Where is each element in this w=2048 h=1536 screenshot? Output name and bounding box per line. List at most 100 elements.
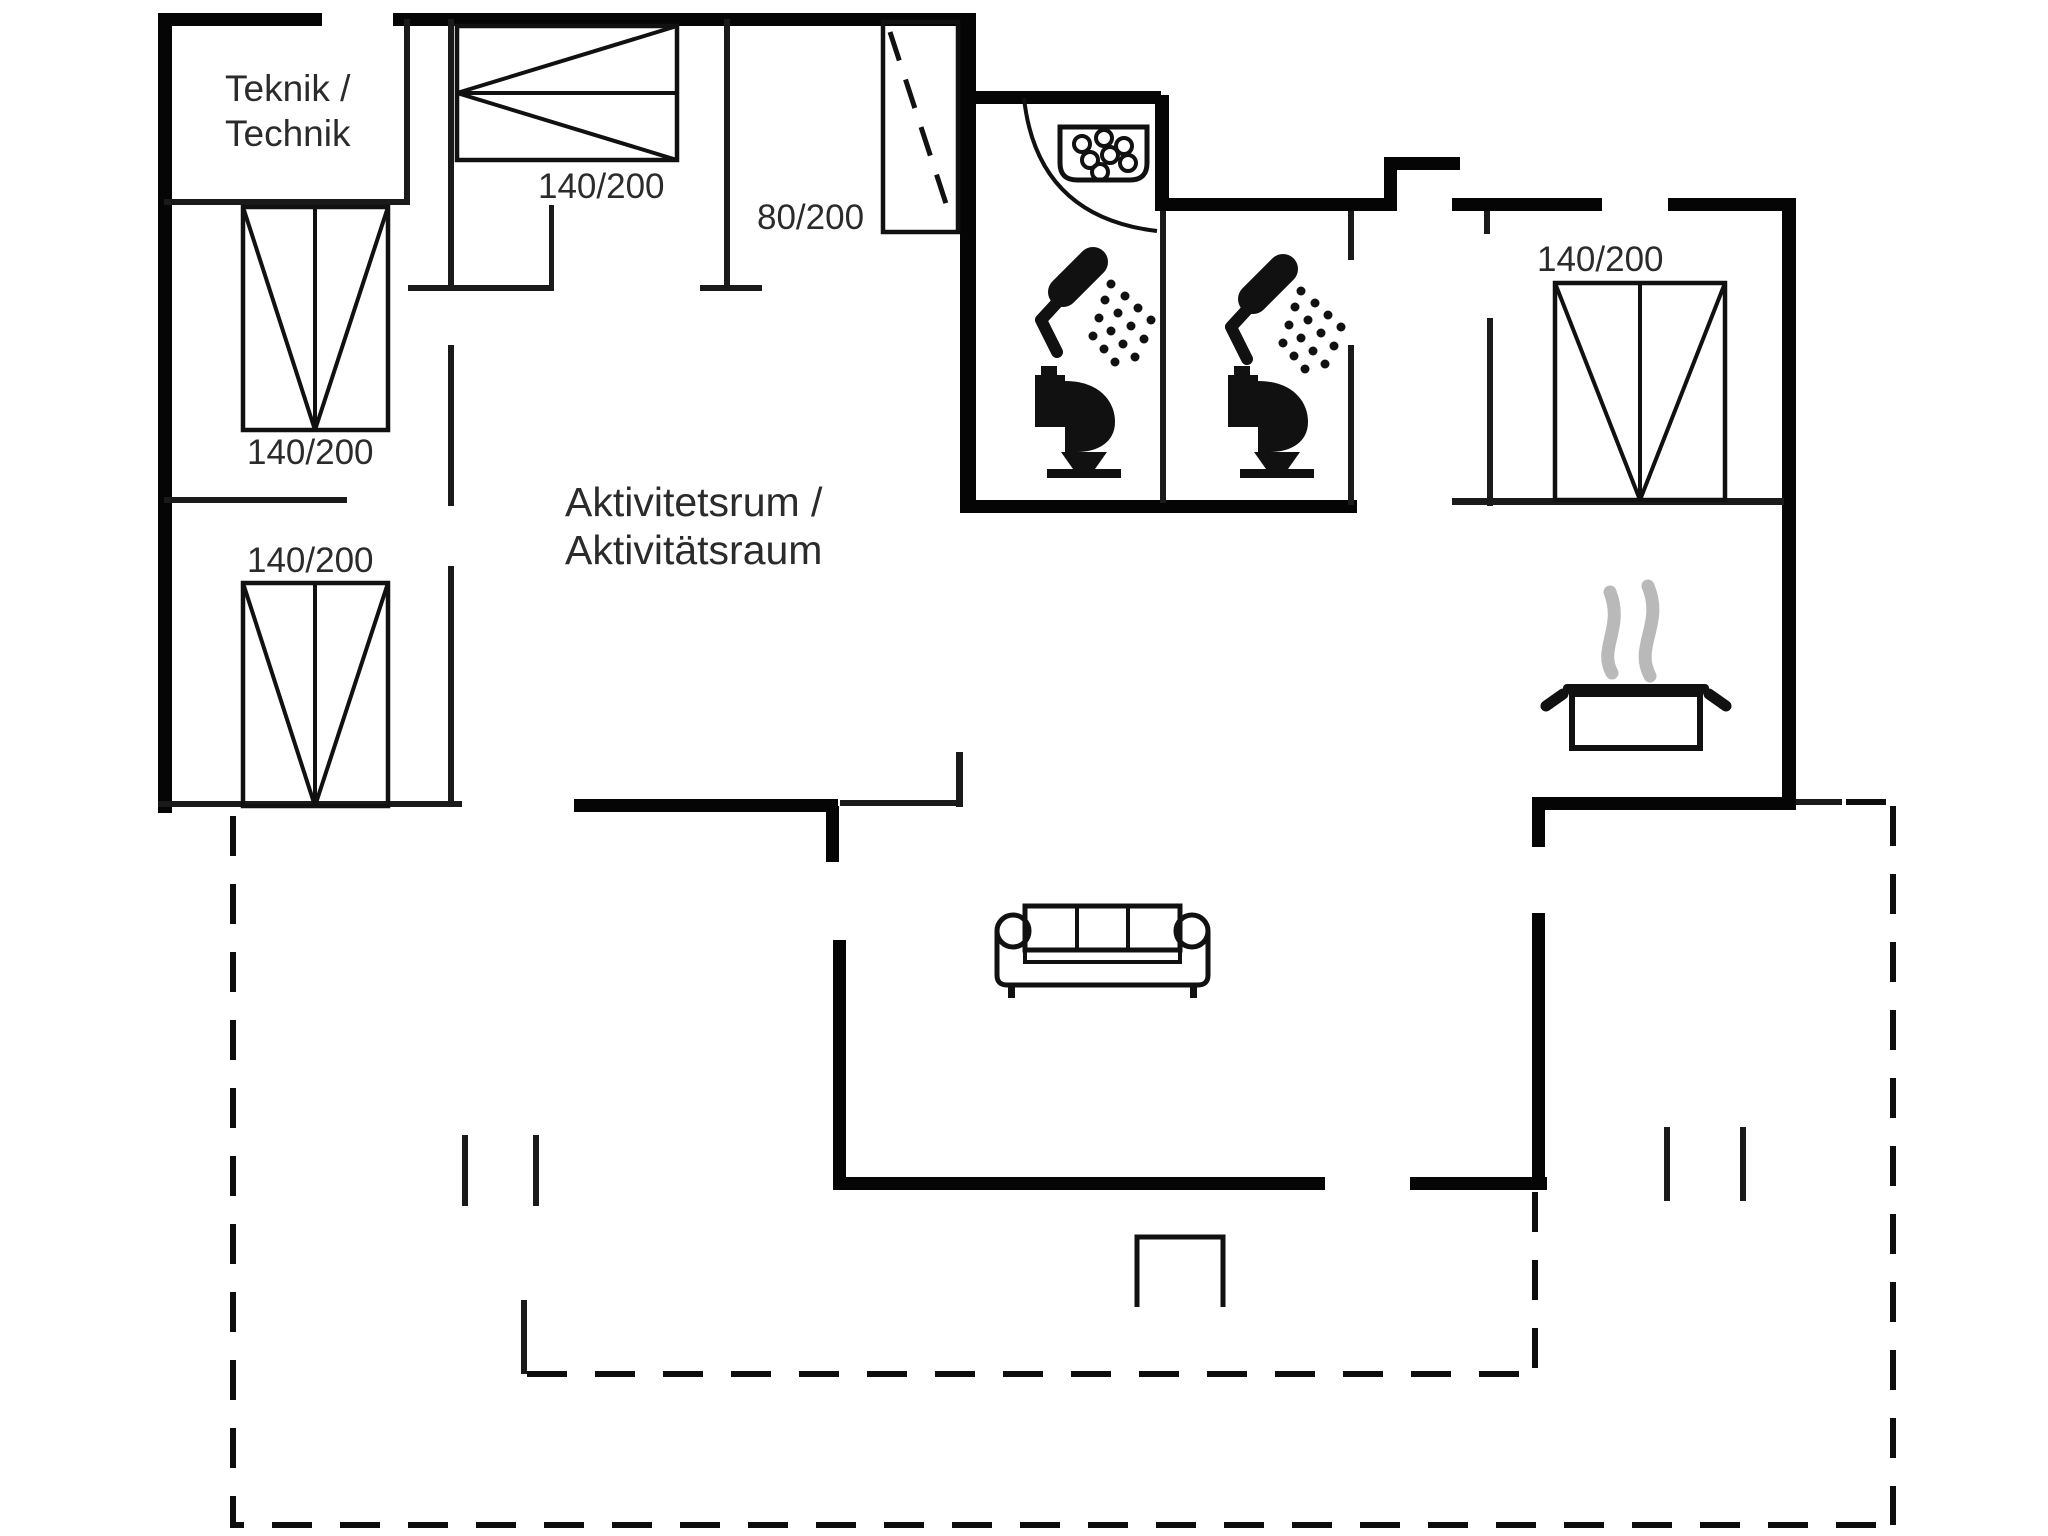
wall-rwing-tick: [1484, 211, 1490, 234]
bed-diagonal: [456, 91, 678, 162]
wall-bath-south: [962, 500, 1357, 513]
toilet-pedestal: [1254, 452, 1300, 469]
wall-activity-south: [574, 799, 838, 812]
wall-rwing-west: [1487, 318, 1493, 506]
wall-corridor-south: [840, 800, 962, 806]
toilet-bowl: [1065, 381, 1115, 452]
room-label-activity-line2: Aktivitätsraum: [565, 527, 822, 573]
wall-east-stub-thin: [1796, 799, 1842, 805]
wall-living-east: [1532, 913, 1545, 1190]
wall-technik-east: [404, 19, 410, 205]
bed-outline: [880, 19, 961, 235]
wall-rwing-north-right: [1668, 198, 1796, 211]
wall-hall-vertical: [549, 205, 554, 291]
wall-rwing-east: [1782, 198, 1796, 810]
terrace-post-tick: [521, 1300, 527, 1374]
terrace-table: [1134, 1234, 1226, 1307]
terrace-marker-left-2: [533, 1135, 539, 1206]
bed-diagonal: [241, 582, 317, 807]
pot-handle-left: [1540, 688, 1569, 712]
wall-hall-jog-v: [1384, 157, 1397, 211]
wall-leftwing-east-a: [448, 19, 454, 291]
bed-diagonal: [313, 582, 390, 807]
bed-diagonal: [241, 206, 317, 431]
wall-bath-divider-top: [1155, 95, 1169, 211]
terrace-marker-right-1: [1664, 1127, 1670, 1201]
bed-size-label: 140/200: [247, 433, 374, 472]
wall-living-south-right: [1410, 1177, 1547, 1190]
room-label-technik-line1: Teknik /: [225, 68, 351, 109]
shower-arm: [1035, 288, 1071, 358]
wall-living-south-left: [833, 1177, 1325, 1190]
bed-right: [1552, 280, 1728, 503]
wall-leftwing-east-b: [448, 345, 454, 506]
toilet-bowl: [1258, 381, 1308, 452]
wall-bath1-west: [960, 13, 976, 513]
wall-rwing-north-left: [1452, 198, 1602, 211]
bed-left-top: [240, 204, 391, 433]
wall-bedrooms-divider: [164, 497, 347, 503]
sink-basin: [1057, 124, 1150, 183]
bed-diagonal: [456, 24, 678, 95]
wall-living-west-stub: [826, 806, 839, 862]
shower-spray: [1088, 279, 1156, 367]
wall-bath2-east-b: [1348, 345, 1354, 505]
wall-tick-hall-right: [700, 285, 762, 291]
wall-bath2-east-a: [1348, 211, 1354, 260]
wall-left-wing-west: [158, 13, 172, 813]
bed-size-label: 140/200: [247, 541, 374, 580]
sink-icon: [1057, 124, 1150, 183]
sofa-foot: [1190, 985, 1197, 998]
toilet-button: [1234, 366, 1250, 375]
bed-single: [880, 19, 961, 235]
terrace-boundary: [230, 799, 1896, 1528]
toilet-tank: [1228, 375, 1258, 427]
terrace-dashed-left-bottom: [230, 816, 1893, 1528]
sofa-back: [1022, 903, 1183, 953]
exterior-walls: [158, 13, 1796, 1190]
wall-bath-divider: [1160, 211, 1166, 503]
pot-body: [1569, 691, 1703, 751]
toilet-icon: [1035, 366, 1121, 478]
wall-top-a: [158, 13, 322, 26]
bed-left-bottom: [240, 580, 391, 809]
shower-spray: [1278, 286, 1346, 374]
wall-hall-north: [408, 285, 554, 291]
bed-dashed-diagonal: [887, 31, 955, 223]
toilet-base: [1047, 469, 1121, 478]
steam: [1601, 585, 1621, 680]
bed-diagonal: [313, 206, 390, 431]
shower-icon: [1225, 254, 1346, 374]
toilet-button: [1041, 366, 1057, 375]
toilet-tank: [1035, 375, 1065, 427]
wall-bath1-north: [976, 91, 1161, 104]
wall-corridor-tick: [956, 752, 963, 807]
wall-midbedroom-east: [724, 19, 730, 291]
pot-handle-right: [1703, 688, 1732, 712]
shower-head: [1238, 254, 1298, 314]
wall-leftwing-east-c: [448, 566, 454, 807]
bed-diagonal: [1638, 282, 1727, 501]
terrace-marker-right-2: [1740, 1127, 1746, 1201]
bed-size-label: 140/200: [538, 167, 665, 206]
terrace-marker-left-1: [462, 1135, 468, 1206]
shower-arm: [1225, 295, 1261, 365]
bed-diagonal: [1553, 282, 1642, 501]
wall-living-west: [833, 940, 846, 1190]
room-label-technik-line2: Technik: [225, 113, 351, 154]
sofa-seat: [1023, 948, 1182, 964]
wall-top-b: [393, 13, 976, 26]
toilet-base: [1240, 469, 1314, 478]
wall-bath2-north: [1155, 198, 1397, 211]
sink-bubbles: [1072, 128, 1138, 182]
wall-technik-south: [164, 199, 410, 205]
toilet-icon: [1228, 366, 1314, 478]
labels: Teknik / Technik Aktivitetsrum / Aktivit…: [225, 68, 1664, 580]
pot-on-stove-icon: [1540, 579, 1732, 751]
toilet-pedestal: [1061, 452, 1107, 469]
sofa-icon: [994, 903, 1211, 998]
bed-middle: [454, 23, 680, 163]
door-arc: [1022, 97, 1158, 233]
